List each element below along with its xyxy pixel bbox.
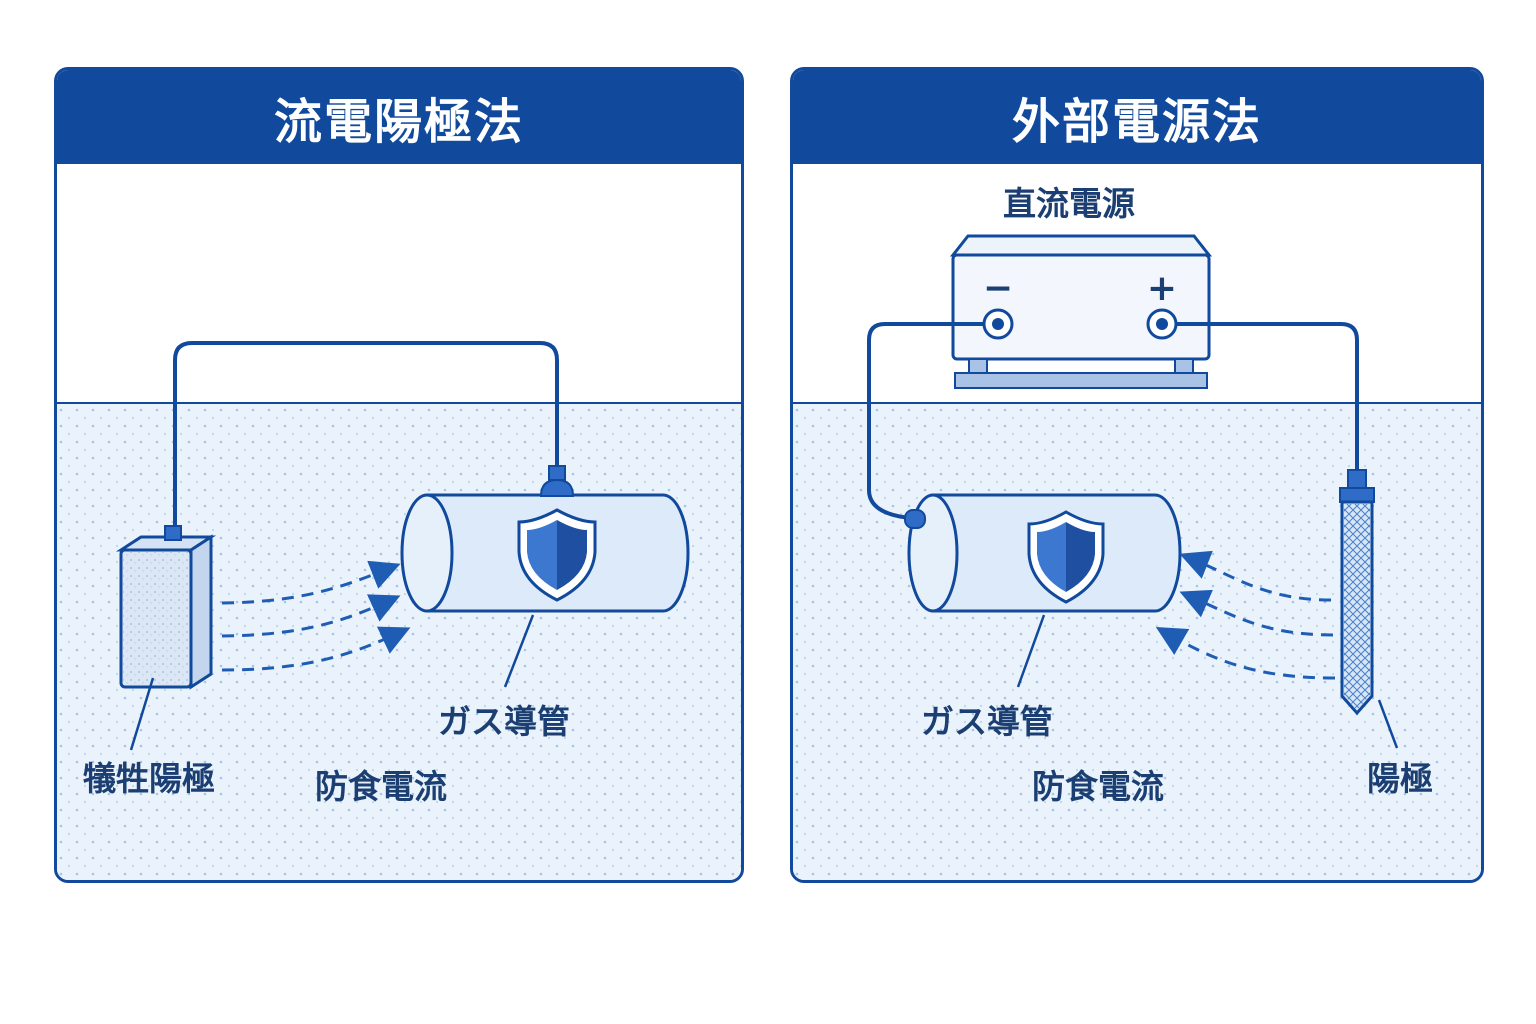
- anode-rod: [1339, 469, 1375, 716]
- impressed-current-panel: 外部電源法 直流電源 − +: [790, 67, 1484, 883]
- impressed-current-diagram: 直流電源 − +: [793, 184, 1481, 880]
- minus-sign: −: [983, 268, 1013, 309]
- galvanic-diagram: 犠牲陽極 ガス導管 防食電流: [57, 341, 741, 880]
- connecting-wire: [173, 341, 559, 525]
- galvanic-anode-panel: 流電陽極法: [54, 67, 744, 883]
- positive-wire: [1176, 322, 1359, 470]
- gas-pipe: [904, 493, 1182, 613]
- negative-wire: [867, 322, 984, 520]
- anode-leader-line: [1377, 699, 1399, 749]
- pipe-leader-line: [1016, 614, 1046, 688]
- pipe-leader-line: [503, 614, 535, 688]
- protective-current-arrows: [221, 560, 411, 672]
- plus-sign: +: [1147, 268, 1177, 309]
- anode-label: 犠牲陽極: [83, 759, 215, 798]
- gas-pipe: [400, 465, 690, 613]
- panel-title: 外部電源法: [793, 70, 1481, 164]
- shield-icon: [517, 508, 597, 602]
- shield-icon: [1027, 510, 1105, 604]
- dc-power-supply: − +: [949, 234, 1213, 389]
- pipe-label: ガス導管: [921, 702, 1053, 741]
- anode-label: 陽極: [1367, 759, 1433, 798]
- pipe-label: ガス導管: [438, 702, 570, 741]
- current-label: 防食電流: [1032, 767, 1164, 806]
- anode-leader-line: [129, 677, 155, 751]
- sacrificial-anode-block: [115, 525, 217, 690]
- current-label: 防食電流: [315, 767, 447, 806]
- panel-title: 流電陽極法: [57, 70, 741, 164]
- power-supply-label: 直流電源: [1003, 184, 1135, 223]
- protective-current-arrows: [1155, 550, 1336, 680]
